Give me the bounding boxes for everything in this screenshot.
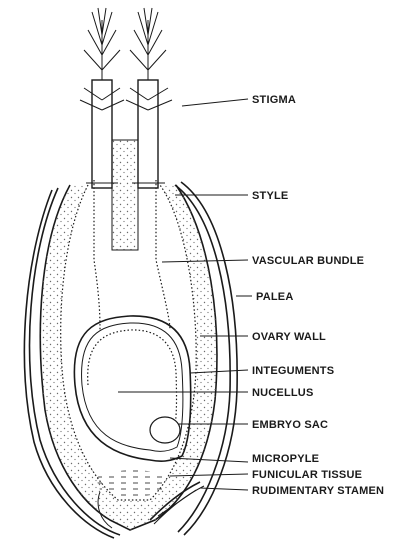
label-embryo-sac: EMBRYO SAC	[252, 419, 328, 431]
label-palea: PALEA	[256, 291, 293, 303]
label-vascular-bundle: VASCULAR BUNDLE	[252, 255, 364, 267]
label-nucellus: NUCELLUS	[252, 387, 314, 399]
embryo-sac-shape	[150, 417, 180, 443]
styles-shape	[86, 80, 170, 330]
label-ovary-wall: OVARY WALL	[252, 331, 326, 343]
label-style: STYLE	[252, 190, 288, 202]
label-rudimentary-stamen: RUDIMENTARY STAMEN	[252, 485, 384, 497]
label-funicular-tissue: FUNICULAR TISSUE	[252, 469, 362, 481]
label-micropyle: MICROPYLE	[252, 453, 319, 465]
label-integuments: INTEGUMENTS	[252, 365, 334, 377]
label-stigma: STIGMA	[252, 94, 296, 106]
